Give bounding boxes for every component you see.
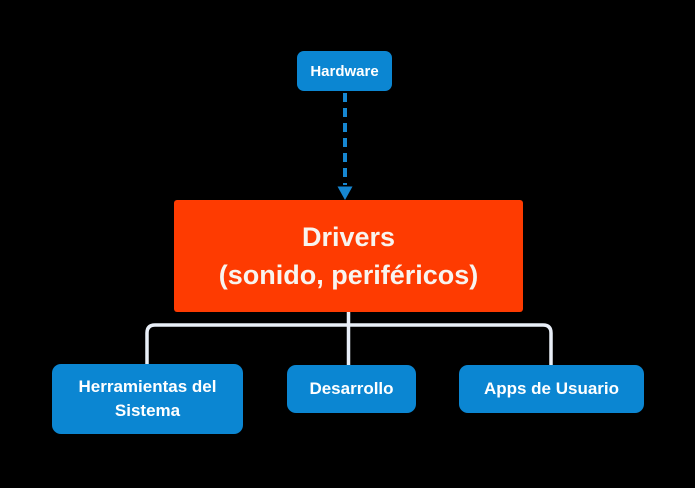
node-desarrollo: Desarrollo [287,365,416,413]
node-herramientas-label: Herramientas del Sistema [78,377,217,420]
node-drivers: Drivers (sonido, periféricos) [174,200,523,312]
arrowhead-icon [337,186,353,200]
node-drivers-label-line1: Drivers [301,222,396,252]
node-desarrollo-label: Desarrollo [309,379,394,398]
node-drivers-label-line2: (sonido, periféricos) [218,260,479,290]
drivers-to-children-connector [145,312,553,365]
node-apps-de-usuario: Apps de Usuario [459,365,644,413]
hardware-to-drivers-dashed-arrow [337,93,353,200]
node-hardware: Hardware [297,51,392,91]
node-hardware-label: Hardware [310,62,379,80]
wire-bracket [145,323,553,365]
node-apps-label: Apps de Usuario [483,379,620,398]
node-herramientas-del-sistema: Herramientas del Sistema [52,364,243,434]
